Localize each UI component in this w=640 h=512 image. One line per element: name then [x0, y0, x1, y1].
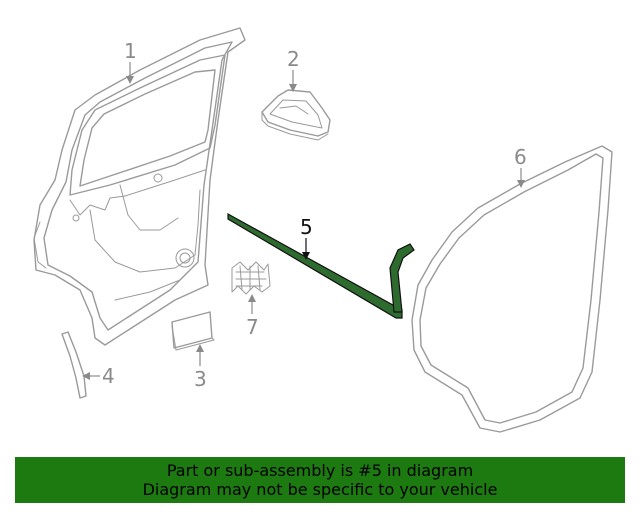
part-1-door-shell: [33, 27, 246, 346]
arrow-4: [82, 372, 90, 380]
arrow-6: [517, 180, 525, 188]
arrow-7: [248, 294, 256, 302]
callout-6: 6: [514, 145, 527, 169]
part-6-door-seal: [411, 145, 613, 433]
banner-line-1: Part or sub-assembly is #5 in diagram: [166, 461, 474, 480]
part-5-weatherstrip: [227, 212, 415, 319]
arrow-3: [196, 344, 204, 352]
part-7-foam-pad: [231, 261, 271, 295]
callout-4: 4: [102, 364, 115, 388]
part-3-pad: [171, 311, 215, 351]
callout-7: 7: [246, 315, 259, 339]
arrow-2: [289, 84, 297, 92]
part-2-bracket: [261, 89, 331, 141]
arrow-5: [302, 252, 310, 260]
callout-5: 5: [300, 215, 313, 239]
part-4-trim-strip: [61, 331, 87, 399]
arrow-1: [126, 76, 134, 84]
callout-1: 1: [124, 39, 137, 63]
callout-2: 2: [287, 47, 300, 71]
info-banner: Part or sub-assembly is #5 in diagram Di…: [15, 457, 625, 503]
parts-diagram: 1 2 3 4 5 6 7: [33, 27, 613, 433]
banner-line-2: Diagram may not be specific to your vehi…: [142, 480, 498, 499]
callout-3: 3: [194, 367, 207, 391]
